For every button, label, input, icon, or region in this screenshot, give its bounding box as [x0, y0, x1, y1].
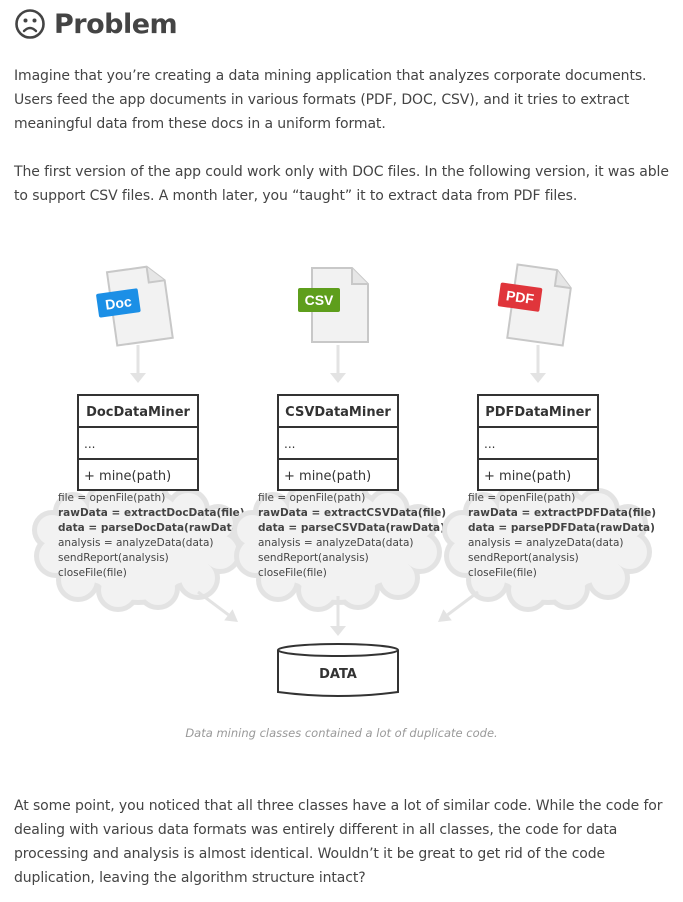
file-icon-pdf: PDF	[497, 263, 572, 347]
arrow-doc-to-data	[197, 590, 238, 622]
code-line: rawData = extractDocData(file)	[58, 507, 245, 519]
code-line: sendReport(analysis)	[258, 552, 369, 564]
class-name: DocDataMiner	[86, 405, 190, 420]
code-cloud	[442, 481, 652, 612]
code-cloud	[32, 481, 242, 612]
code-cloud	[232, 481, 442, 612]
figure-caption: Data mining classes contained a lot of d…	[185, 726, 498, 740]
class-method: + mine(path)	[284, 469, 371, 484]
page-title: Problem	[54, 8, 178, 40]
class-fields: ...	[484, 437, 495, 451]
code-line: sendReport(analysis)	[58, 552, 169, 564]
class-box-docdataminer: DocDataMiner... + mine(path)	[77, 394, 199, 491]
file-format-label: Doc	[104, 293, 133, 313]
class-name: CSVDataMiner	[285, 405, 391, 420]
class-fields: ...	[284, 437, 295, 451]
code-line: file = openFile(path)	[58, 492, 165, 504]
code-line: data = parsePDFData(rawData)	[468, 522, 655, 534]
code-line: closeFile(file)	[258, 567, 327, 579]
class-box-csvdataminer: CSVDataMiner... + mine(path)	[277, 394, 399, 491]
class-fields: ...	[84, 437, 95, 451]
arrow-csv-to-data	[330, 596, 346, 636]
code-line: analysis = analyzeData(data)	[468, 537, 624, 549]
data-store-label: DATA	[319, 667, 357, 682]
arrow-file-to-class	[330, 345, 346, 383]
data-store: DATA	[277, 643, 399, 697]
code-line: closeFile(file)	[58, 567, 127, 579]
code-line: rawData = extractCSVData(file)	[258, 507, 446, 519]
code-line: file = openFile(path)	[258, 492, 365, 504]
file-icon-doc: Doc	[96, 265, 174, 347]
code-line: data = parseCSVData(rawData)	[258, 522, 445, 534]
section-heading: Problem	[14, 2, 178, 46]
file-format-label: CSV	[305, 292, 334, 308]
arrow-pdf-to-data	[438, 590, 479, 622]
code-line: closeFile(file)	[468, 567, 537, 579]
intro-paragraph: Imagine that you’re creating a data mini…	[14, 68, 647, 132]
duplication-paragraph: At some point, you noticed that all thre…	[14, 798, 663, 886]
class-method: + mine(path)	[484, 469, 571, 484]
code-line: sendReport(analysis)	[468, 552, 579, 564]
code-line: analysis = analyzeData(data)	[58, 537, 214, 549]
file-format-label: PDF	[505, 287, 535, 307]
code-line: rawData = extractPDFData(file)	[468, 507, 656, 519]
file-icon-csv: CSV	[298, 267, 369, 343]
class-name: PDFDataMiner	[485, 405, 591, 420]
code-line: file = openFile(path)	[468, 492, 575, 504]
class-box-pdfdataminer: PDFDataMiner... + mine(path)	[477, 394, 599, 491]
code-line: analysis = analyzeData(data)	[258, 537, 414, 549]
history-paragraph: The first version of the app could work …	[14, 164, 669, 204]
code-line: data = parseDocData(rawData)	[58, 522, 244, 534]
arrow-file-to-class	[130, 345, 146, 383]
sad-face-icon	[15, 9, 45, 39]
arrow-file-to-class	[530, 345, 546, 383]
class-method: + mine(path)	[84, 469, 171, 484]
